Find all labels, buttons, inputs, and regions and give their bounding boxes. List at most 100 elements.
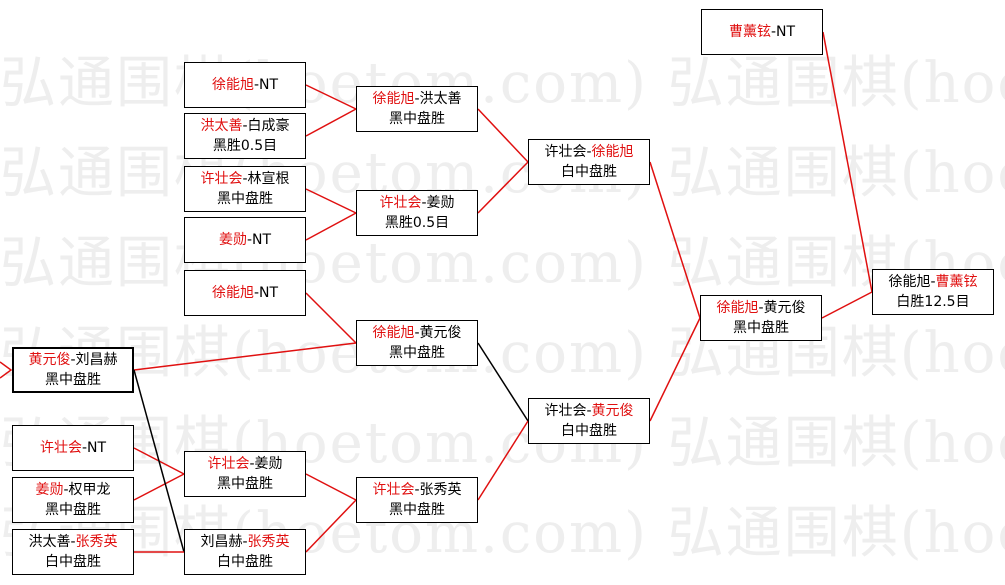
- match-result: 白中盘胜: [217, 554, 273, 570]
- player-separator: -: [414, 325, 420, 341]
- player-separator: -: [246, 232, 253, 248]
- player-name: 黄元俊: [763, 300, 806, 316]
- match-result: 黑中盘胜: [389, 345, 445, 361]
- match-box: 徐能旭-曹薰铉白胜12.5目: [872, 269, 994, 315]
- player-separator: -: [253, 77, 260, 93]
- bracket-connector: [305, 212, 357, 241]
- match-box: 徐能旭-洪太善黑中盘胜: [356, 86, 478, 132]
- winner-name: 曹薰铉: [935, 274, 978, 290]
- match-players: 许壮会-林宣根: [200, 169, 289, 189]
- player-separator: -: [770, 24, 777, 40]
- match-players: 许壮会-姜勋: [379, 193, 454, 213]
- player-name: NT: [87, 440, 107, 456]
- match-box: 许壮会-黄元俊白中盘胜: [528, 398, 650, 444]
- match-box: 许壮会-NT: [12, 425, 134, 471]
- match-players: 许壮会-姜勋: [207, 454, 282, 474]
- player-separator: -: [81, 440, 88, 456]
- match-box: 姜勋-权甲龙黑中盘胜: [12, 477, 134, 523]
- player-separator: -: [242, 118, 248, 134]
- match-players: 许壮会-NT: [40, 438, 106, 458]
- match-result: 白中盘胜: [45, 554, 101, 570]
- match-box: 许壮会-徐能旭白中盘胜: [528, 139, 650, 185]
- match-result: 黑胜0.5目: [212, 138, 278, 154]
- winner-name: 徐能旭: [591, 144, 634, 160]
- winner-name: 黄元俊: [28, 352, 71, 368]
- match-players: 徐能旭-黄元俊: [372, 323, 461, 343]
- match-box: 徐能旭-NT: [184, 62, 306, 108]
- match-players: 徐能旭-NT: [212, 75, 278, 95]
- player-name: 权甲龙: [68, 482, 111, 498]
- bracket-connector: [477, 342, 529, 422]
- winner-name: 徐能旭: [372, 91, 415, 107]
- match-players: 徐能旭-洪太善: [372, 89, 461, 109]
- player-separator: -: [63, 482, 69, 498]
- match-players: 黄元俊-刘昌赫: [28, 350, 117, 370]
- match-result: 黑中盘胜: [45, 502, 101, 518]
- player-name: 刘昌赫: [75, 352, 118, 368]
- match-box: 洪太善-张秀英白中盘胜: [12, 529, 134, 575]
- player-separator: -: [586, 403, 592, 419]
- match-box: 曹薰铉-NT: [701, 9, 823, 55]
- match-players: 刘昌赫-张秀英: [200, 532, 289, 552]
- match-players: 徐能旭-曹薰铉: [888, 272, 977, 292]
- player-separator: -: [414, 91, 420, 107]
- winner-name: 徐能旭: [372, 325, 415, 341]
- player-separator: -: [930, 274, 936, 290]
- winner-name: 张秀英: [247, 534, 290, 550]
- player-name: 许壮会: [544, 144, 587, 160]
- match-box: 许壮会-林宣根黑中盘胜: [184, 166, 306, 212]
- match-players: 姜勋-NT: [219, 230, 271, 250]
- player-separator: -: [242, 171, 248, 187]
- bracket-connector: [822, 31, 873, 293]
- bracket-connector: [821, 291, 873, 319]
- winner-name: 徐能旭: [211, 285, 254, 301]
- player-name: NT: [259, 285, 279, 301]
- match-box: 徐能旭-NT: [184, 270, 306, 316]
- player-name: 刘昌赫: [200, 534, 243, 550]
- match-box: 徐能旭-黄元俊黑中盘胜: [356, 320, 478, 366]
- bracket-connector: [305, 188, 357, 214]
- bracket-connector: [133, 369, 185, 553]
- winner-name: 许壮会: [372, 482, 415, 498]
- winner-name: 许壮会: [200, 171, 243, 187]
- match-players: 洪太善-白成豪: [200, 116, 289, 136]
- player-separator: -: [249, 456, 255, 472]
- match-box: 黄元俊-刘昌赫黑中盘胜: [12, 347, 134, 393]
- match-result: 黑中盘胜: [389, 111, 445, 127]
- match-result: 白中盘胜: [561, 423, 617, 439]
- winner-name: 许壮会: [39, 440, 82, 456]
- winner-name: 张秀英: [75, 534, 118, 550]
- match-result: 黑中盘胜: [389, 502, 445, 518]
- match-players: 洪太善-张秀英: [28, 532, 117, 552]
- match-players: 姜勋-权甲龙: [35, 480, 110, 500]
- player-separator: -: [242, 534, 248, 550]
- player-name: NT: [776, 24, 796, 40]
- match-players: 许壮会-黄元俊: [544, 401, 633, 421]
- player-separator: -: [70, 534, 76, 550]
- player-name: 黄元俊: [419, 325, 462, 341]
- bracket-connector: [305, 473, 357, 501]
- match-result: 白胜12.5目: [896, 294, 970, 310]
- player-separator: -: [758, 300, 764, 316]
- match-box: 姜勋-NT: [184, 217, 306, 263]
- winner-name: 曹薰铉: [728, 24, 771, 40]
- match-result: 黑胜0.5目: [384, 215, 450, 231]
- match-box: 刘昌赫-张秀英白中盘胜: [184, 529, 306, 575]
- player-name: 张秀英: [419, 482, 462, 498]
- bracket-connector: [649, 161, 701, 319]
- bracket-connector: [305, 499, 357, 553]
- match-box: 许壮会-姜勋黑中盘胜: [184, 451, 306, 497]
- match-players: 许壮会-徐能旭: [544, 142, 633, 162]
- player-name: 白成豪: [247, 118, 290, 134]
- winner-name: 许壮会: [207, 456, 250, 472]
- player-separator: -: [421, 195, 427, 211]
- player-name: NT: [259, 77, 279, 93]
- match-box: 徐能旭-黄元俊黑中盘胜: [700, 295, 822, 341]
- player-name: 姜勋: [254, 456, 283, 472]
- match-box: 洪太善-白成豪黑胜0.5目: [184, 113, 306, 159]
- winner-name: 洪太善: [200, 118, 243, 134]
- player-name: 许壮会: [544, 403, 587, 419]
- bracket-entry-stub: [0, 361, 13, 379]
- player-name: NT: [252, 232, 272, 248]
